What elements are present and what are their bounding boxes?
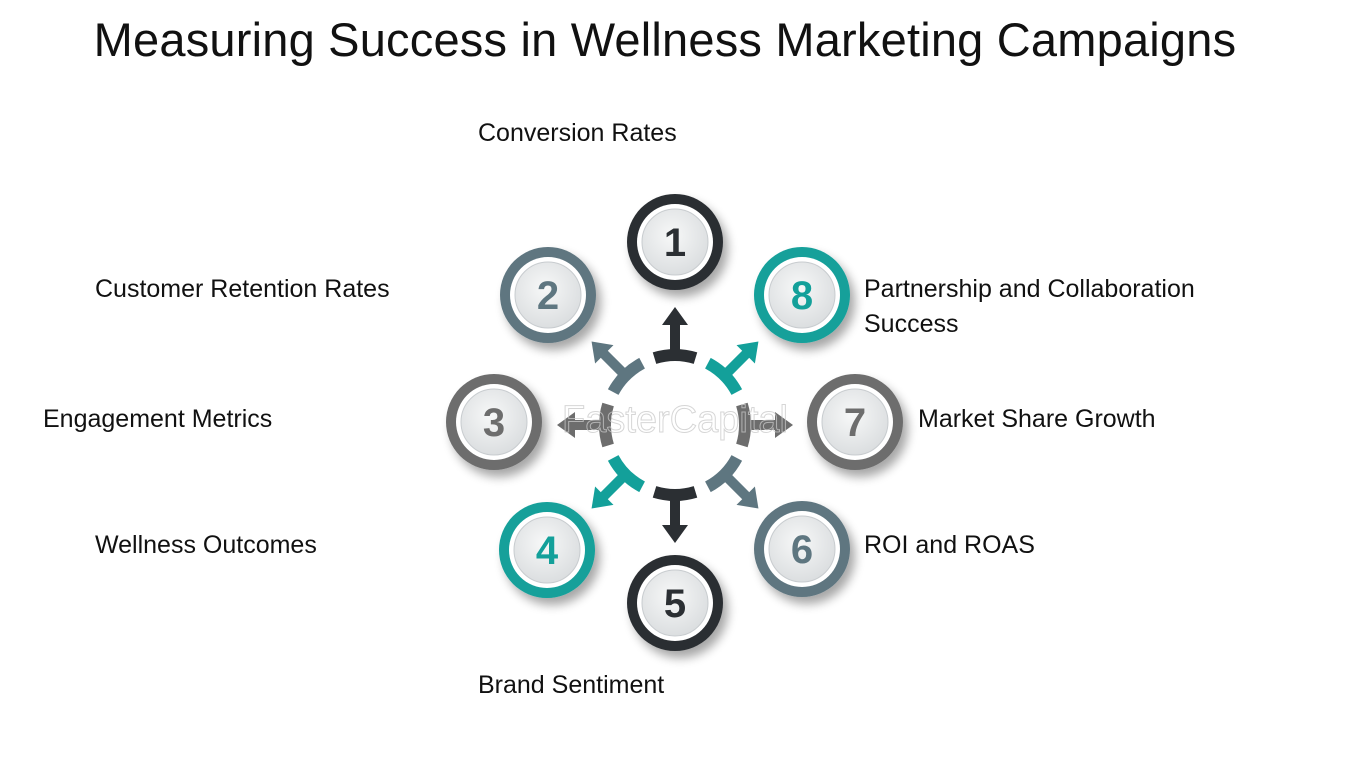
- arrow-1: [662, 307, 688, 357]
- node-7: 7: [807, 374, 903, 470]
- node-8: 8: [754, 247, 850, 343]
- node-5: 5: [627, 555, 723, 651]
- arrow-8: [719, 341, 759, 381]
- node-1: 1: [627, 194, 723, 290]
- node-number-4: 4: [536, 529, 559, 573]
- node-2: 2: [500, 247, 596, 343]
- node-6: 6: [754, 501, 850, 597]
- metric-label-7: Market Share Growth: [918, 405, 1156, 433]
- arrow-3: [557, 412, 607, 438]
- arrow-7: [743, 412, 793, 438]
- arrow-5: [662, 493, 688, 543]
- metric-label-2: Customer Retention Rates: [95, 275, 390, 303]
- metric-label-3: Engagement Metrics: [43, 405, 273, 433]
- metric-label-1: Conversion Rates: [478, 119, 677, 147]
- hub-center: [611, 361, 739, 489]
- arrow-4: [591, 469, 631, 509]
- node-number-7: 7: [844, 401, 866, 445]
- node-3: 3: [446, 374, 542, 470]
- node-number-6: 6: [791, 528, 813, 572]
- node-number-2: 2: [537, 274, 559, 318]
- node-number-1: 1: [664, 221, 686, 265]
- page-title: Measuring Success in Wellness Marketing …: [93, 13, 1237, 66]
- node-number-3: 3: [483, 401, 505, 445]
- node-4: 4: [499, 502, 595, 598]
- metric-label-8: Partnership and Collaboration Success: [864, 275, 1195, 338]
- watermark: FasterCapital: [562, 399, 788, 441]
- metric-label-6: ROI and ROAS: [864, 531, 1035, 559]
- node-number-5: 5: [664, 582, 686, 626]
- metric-label-5: Brand Sentiment: [478, 671, 665, 699]
- arrow-2: [591, 341, 631, 381]
- node-number-8: 8: [791, 274, 813, 318]
- metric-label-4: Wellness Outcomes: [95, 531, 317, 559]
- arrow-6: [719, 469, 759, 509]
